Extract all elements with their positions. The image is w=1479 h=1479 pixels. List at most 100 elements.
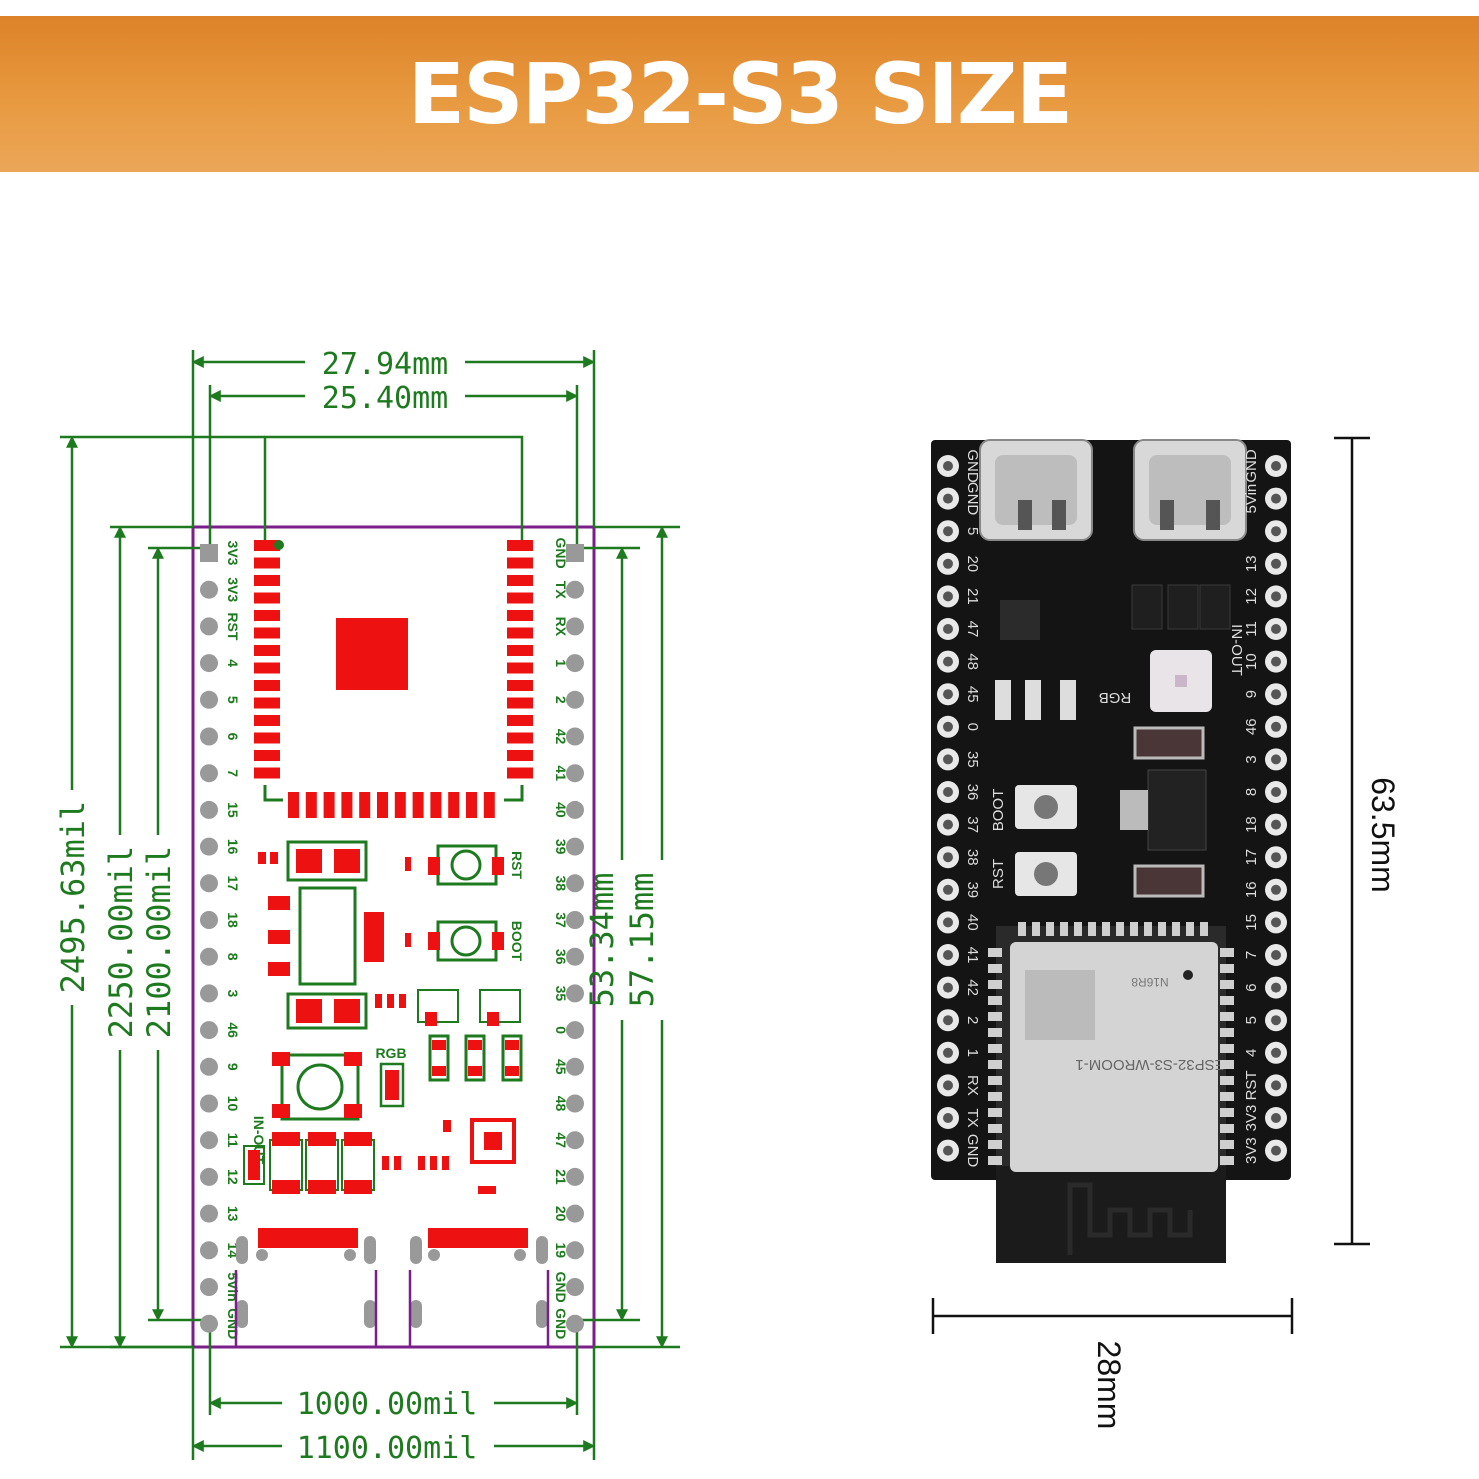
module-pad — [507, 680, 533, 691]
module-pad — [507, 575, 533, 586]
module-pad — [254, 645, 280, 656]
left-header-label: 41 — [964, 947, 981, 964]
left-pin — [200, 1131, 218, 1150]
right-pin-label: 1 — [553, 659, 569, 667]
module-pad — [359, 792, 371, 818]
left-pin — [200, 837, 218, 856]
left-header-label: 48 — [964, 653, 981, 670]
right-pin-label: 20 — [553, 1206, 569, 1222]
right-header-label: GND — [1243, 449, 1260, 483]
module-pad — [254, 680, 280, 691]
left-pin-label: 12 — [225, 1169, 241, 1185]
left-pin-label: RST — [225, 612, 241, 640]
left-pin — [200, 1241, 218, 1260]
right-pin — [566, 1094, 584, 1113]
right-pin-label: 19 — [553, 1243, 569, 1259]
right-pin-label: GND — [553, 1271, 569, 1302]
module-footprint — [254, 540, 533, 818]
module-pad — [254, 715, 280, 726]
module-pad — [507, 697, 533, 709]
right-pin — [566, 800, 584, 819]
right-header-label: 17 — [1243, 849, 1260, 866]
left-header-label: 1 — [964, 1049, 981, 1057]
left-header-label: 38 — [964, 849, 981, 866]
right-header-label: 12 — [1243, 588, 1260, 605]
left-pin-label: 10 — [225, 1096, 241, 1112]
module-pad — [394, 792, 406, 818]
module-pad — [507, 715, 533, 726]
dim-height-5: 57.15mm — [623, 873, 661, 1008]
right-header-label: 3V3 — [1243, 1105, 1260, 1132]
right-pin-label: TX — [553, 581, 569, 600]
photo-components: BOOT RST RGB IN-OUT — [990, 584, 1245, 898]
left-pin — [200, 617, 218, 636]
module-name-label: ESP32-S3-WROOM-1 — [1075, 1056, 1224, 1073]
boot-button[interactable] — [1015, 785, 1077, 829]
usb-footprints — [234, 1228, 550, 1349]
left-header-label: GND — [964, 482, 981, 515]
right-header-label: 18 — [1243, 816, 1260, 833]
left-header-label: 21 — [964, 588, 981, 605]
left-pin-label: 5 — [225, 696, 241, 704]
left-pin-label: 3V3 — [225, 577, 241, 602]
photo-boot-label: BOOT — [990, 789, 1007, 832]
module-pad — [507, 645, 533, 656]
left-pin — [200, 911, 218, 929]
right-pin-label: 21 — [553, 1169, 569, 1185]
right-pin — [566, 1278, 584, 1296]
right-header-label: 6 — [1243, 983, 1260, 991]
right-header-label: 46 — [1243, 718, 1260, 735]
left-pin-label: 11 — [225, 1133, 241, 1148]
module-pad — [323, 792, 335, 818]
module-pad — [483, 792, 495, 818]
dim-width-inner: 25.40mm — [322, 381, 448, 416]
photo-nout-label: IN-OUT — [1228, 624, 1245, 676]
left-pin — [200, 1021, 218, 1040]
left-header-label: TX — [964, 1108, 981, 1127]
usb-c-connector-right — [1133, 439, 1247, 541]
left-pin — [200, 1167, 218, 1186]
right-header-label: 3V3 — [1243, 1137, 1260, 1164]
module-pad — [507, 750, 533, 761]
dim-width-outer: 27.94mm — [322, 347, 448, 382]
module-pad — [254, 732, 280, 744]
schematic-rst-label: RST — [509, 851, 525, 879]
right-pin — [566, 1021, 584, 1040]
page-title: ESP32-S3 SIZE — [407, 45, 1073, 143]
left-pin-label: 8 — [225, 953, 241, 961]
right-header-label: RST — [1243, 1070, 1260, 1100]
left-header-label: GND — [964, 1134, 981, 1168]
right-header-label: 5Vin — [1243, 484, 1260, 514]
left-pin — [200, 654, 218, 673]
right-pin-label: 41 — [553, 765, 569, 781]
dim-bottom-outer: 1100.00mil — [297, 1431, 478, 1466]
left-header-label: 5 — [964, 527, 981, 535]
left-pin-label: 16 — [225, 839, 241, 855]
left-header-label: 37 — [964, 816, 981, 833]
left-header-label: 40 — [964, 914, 981, 931]
right-pin — [566, 837, 584, 856]
left-pin-label: 46 — [225, 1022, 241, 1038]
module-pad — [254, 592, 280, 604]
led-row — [428, 1034, 523, 1082]
left-header-label: 36 — [964, 784, 981, 801]
left-header-label: 47 — [964, 621, 981, 638]
right-pin — [566, 1057, 584, 1076]
module-pad — [507, 662, 533, 674]
dim-bottom-inner: 1000.00mil — [297, 1387, 478, 1422]
left-pin — [200, 1204, 218, 1223]
module-castellations — [988, 922, 1234, 1165]
right-header-label: 4 — [1243, 1049, 1260, 1057]
module-pad — [466, 792, 477, 818]
left-pin-label: 9 — [225, 1063, 241, 1071]
right-header-label: 3 — [1243, 755, 1260, 763]
rst-button[interactable] — [1015, 852, 1077, 896]
right-pin — [566, 874, 584, 893]
module-pad — [254, 575, 280, 586]
schematic-rgb-label: RGB — [375, 1045, 406, 1061]
left-pin-label: 4 — [225, 659, 241, 667]
left-pin — [200, 1094, 218, 1113]
module-pad — [341, 792, 353, 818]
schematic-drawing: 27.94mm 25.40mm 1000.00mil 1100.00mil 24… — [54, 343, 680, 1466]
